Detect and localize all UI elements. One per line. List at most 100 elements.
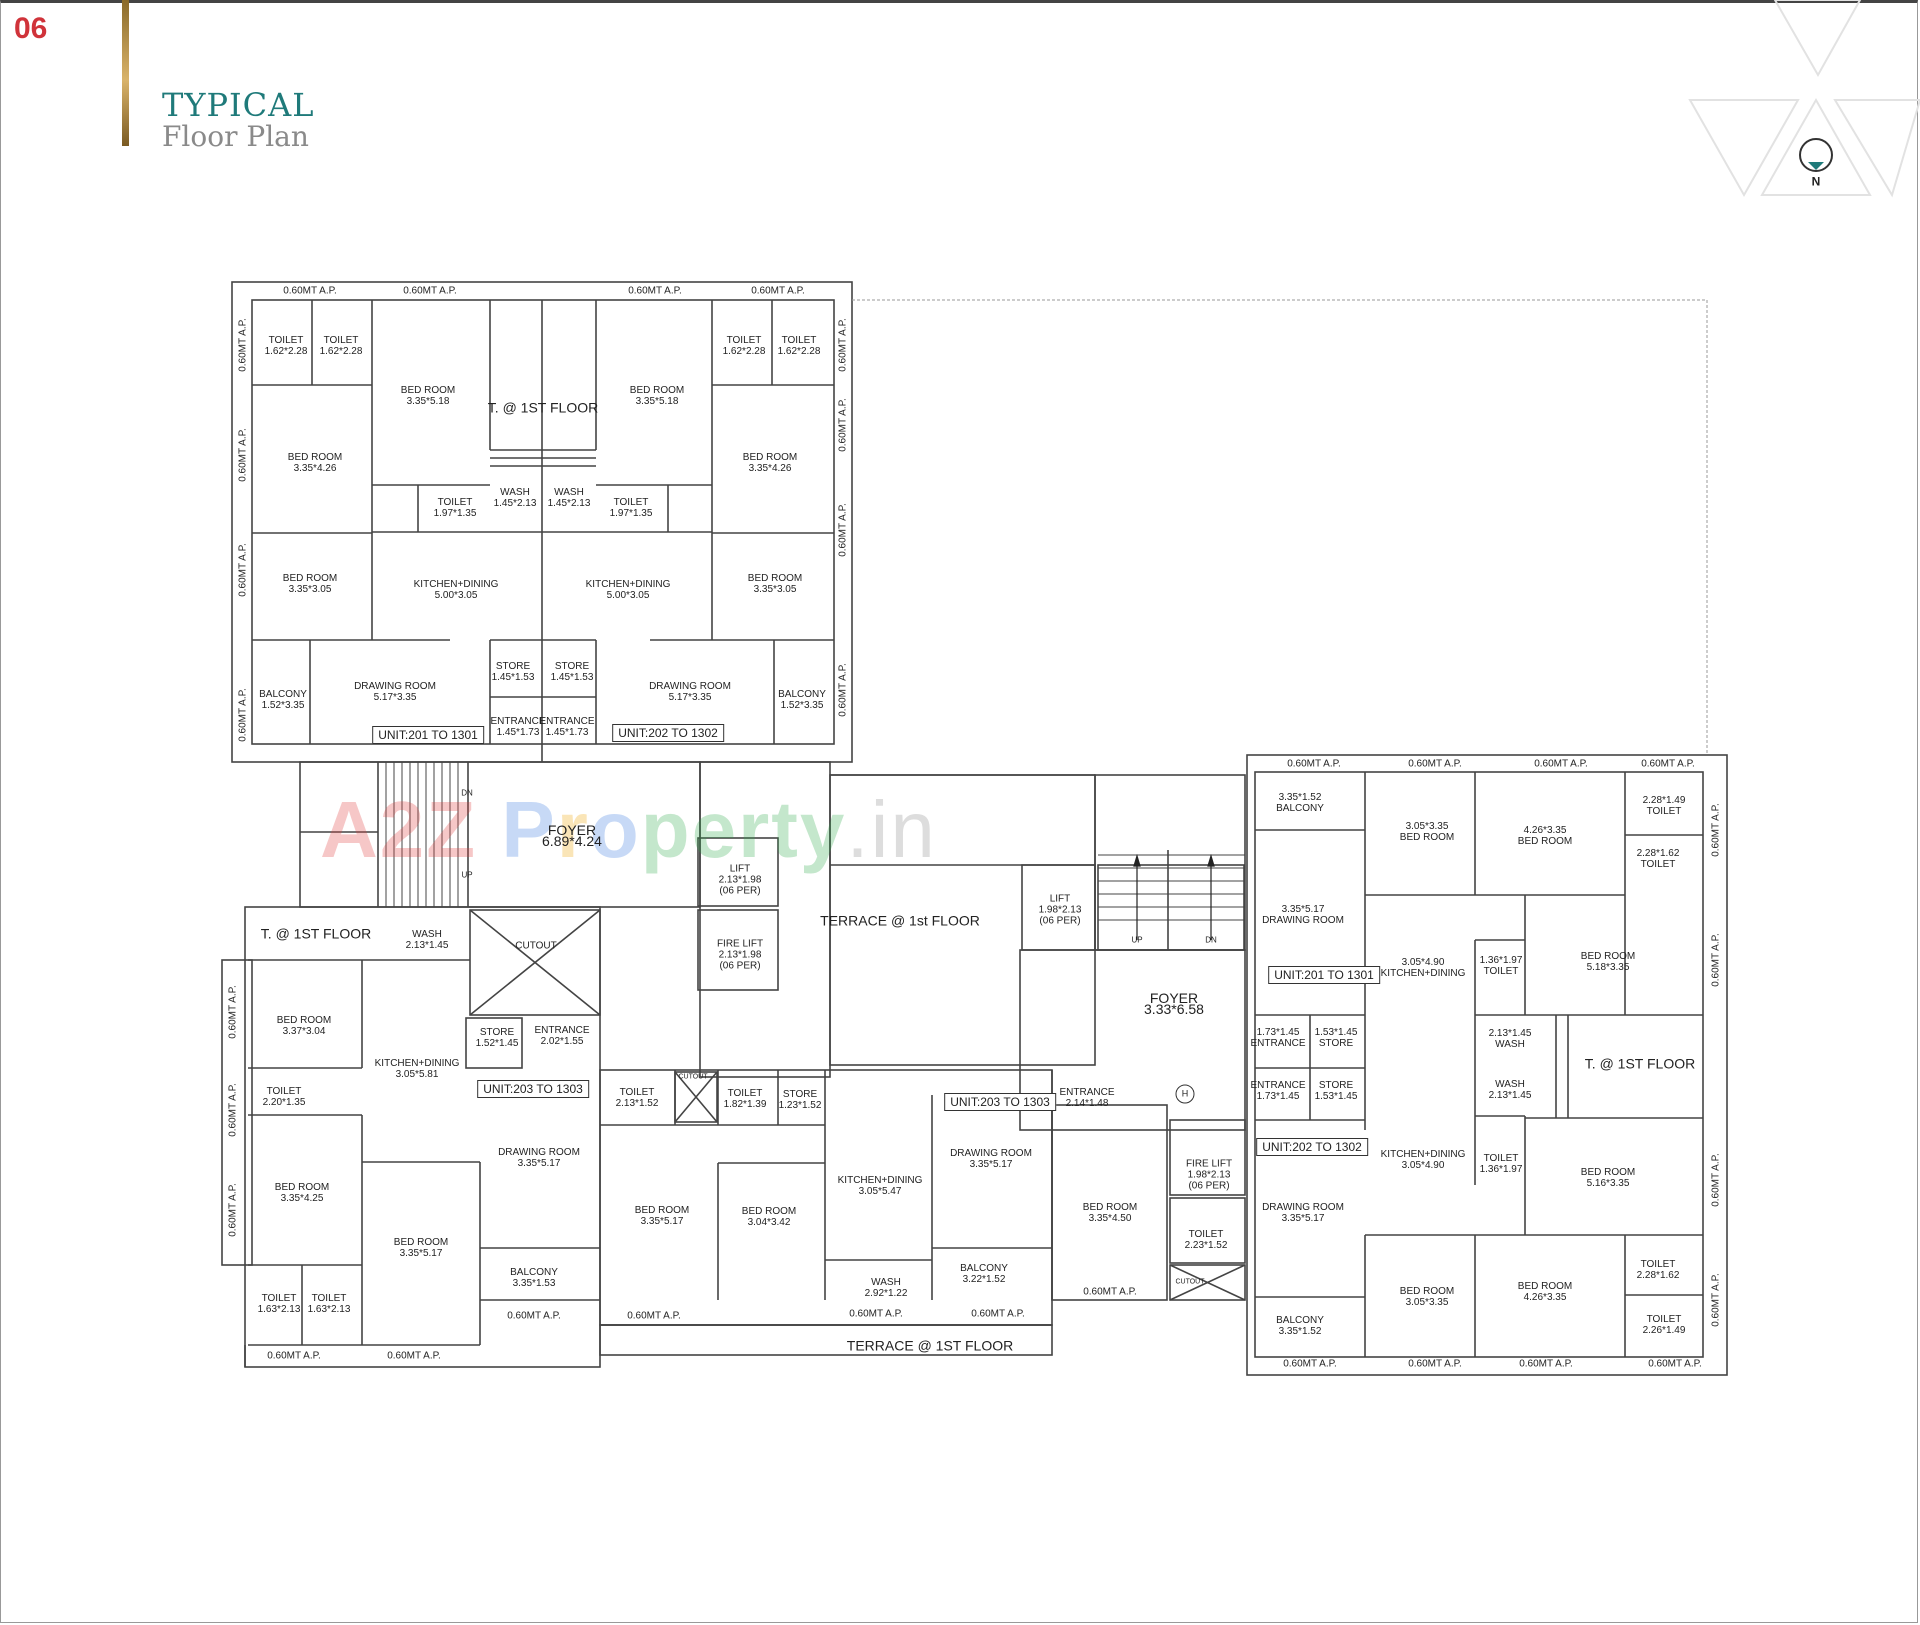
side-setback-label: 0.60MT A.P. (237, 543, 249, 597)
setback-label: 0.60MT A.P. (1283, 1358, 1337, 1370)
setback-label: 0.60MT A.P. (403, 285, 457, 297)
page-subtitle: Floor Plan (162, 120, 309, 153)
unit-label: UNIT:203 TO 1303 (944, 1093, 1056, 1111)
hydrant-icon (1175, 1084, 1195, 1104)
page-title: TYPICAL (162, 86, 315, 124)
terrace-label: T. @ 1ST FLOOR (260, 925, 372, 942)
side-setback-label: 0.60MT A.P. (837, 398, 849, 452)
side-setback-label: 0.60MT A.P. (1710, 1273, 1722, 1327)
side-setback-label: 0.60MT A.P. (237, 318, 249, 372)
setback-label: 0.60MT A.P. (1519, 1358, 1573, 1370)
unit-label: UNIT:202 TO 1302 (612, 724, 724, 742)
side-setback-label: 0.60MT A.P. (227, 985, 239, 1039)
unit-label: UNIT:201 TO 1301 (372, 726, 484, 744)
unit-label: UNIT:202 TO 1302 (1256, 1138, 1368, 1156)
setback-label: 0.60MT A.P. (387, 1350, 441, 1362)
hydrant-label: H (1181, 1088, 1189, 1099)
setback-label: 0.60MT A.P. (1287, 758, 1341, 770)
setback-label: 0.60MT A.P. (507, 1310, 561, 1322)
unit-label: UNIT:203 TO 1303 (477, 1080, 589, 1098)
side-setback-label: 0.60MT A.P. (837, 663, 849, 717)
side-setback-label: 0.60MT A.P. (837, 318, 849, 372)
terrace-label: TERRACE @ 1st FLOOR (820, 912, 980, 929)
setback-label: 0.60MT A.P. (627, 1310, 681, 1322)
compass-north-label: N (1811, 174, 1821, 189)
stair-arrows (1133, 853, 1215, 940)
stair-up-label: UP (461, 870, 473, 880)
side-setback-label: 0.60MT A.P. (237, 428, 249, 482)
setback-label: 0.60MT A.P. (1408, 1358, 1462, 1370)
side-setback-label: 0.60MT A.P. (837, 503, 849, 557)
terrace-label: TERRACE @ 1ST FLOOR (846, 1337, 1014, 1354)
decorative-triangles (1688, 0, 1920, 198)
side-setback-label: 0.60MT A.P. (237, 688, 249, 742)
unit-label: UNIT:201 TO 1301 (1268, 966, 1380, 984)
terrace-label: T. @ 1ST FLOOR (1584, 1055, 1696, 1072)
terrace-label: T. @ 1ST FLOOR (487, 399, 599, 416)
stair-up-label: UP (1131, 935, 1143, 945)
setback-label: 0.60MT A.P. (1648, 1358, 1702, 1370)
compass-icon (1799, 138, 1833, 172)
cutout-label: CUTOUT (678, 1073, 708, 1081)
page-number: 06 (14, 12, 48, 45)
setback-label: 0.60MT A.P. (1408, 758, 1462, 770)
watermark: A2Z Property.in (320, 785, 937, 874)
side-setback-label: 0.60MT A.P. (1710, 933, 1722, 987)
setback-label: 0.60MT A.P. (628, 285, 682, 297)
setback-label: 0.60MT A.P. (1083, 1286, 1137, 1298)
setback-label: 0.60MT A.P. (283, 285, 337, 297)
